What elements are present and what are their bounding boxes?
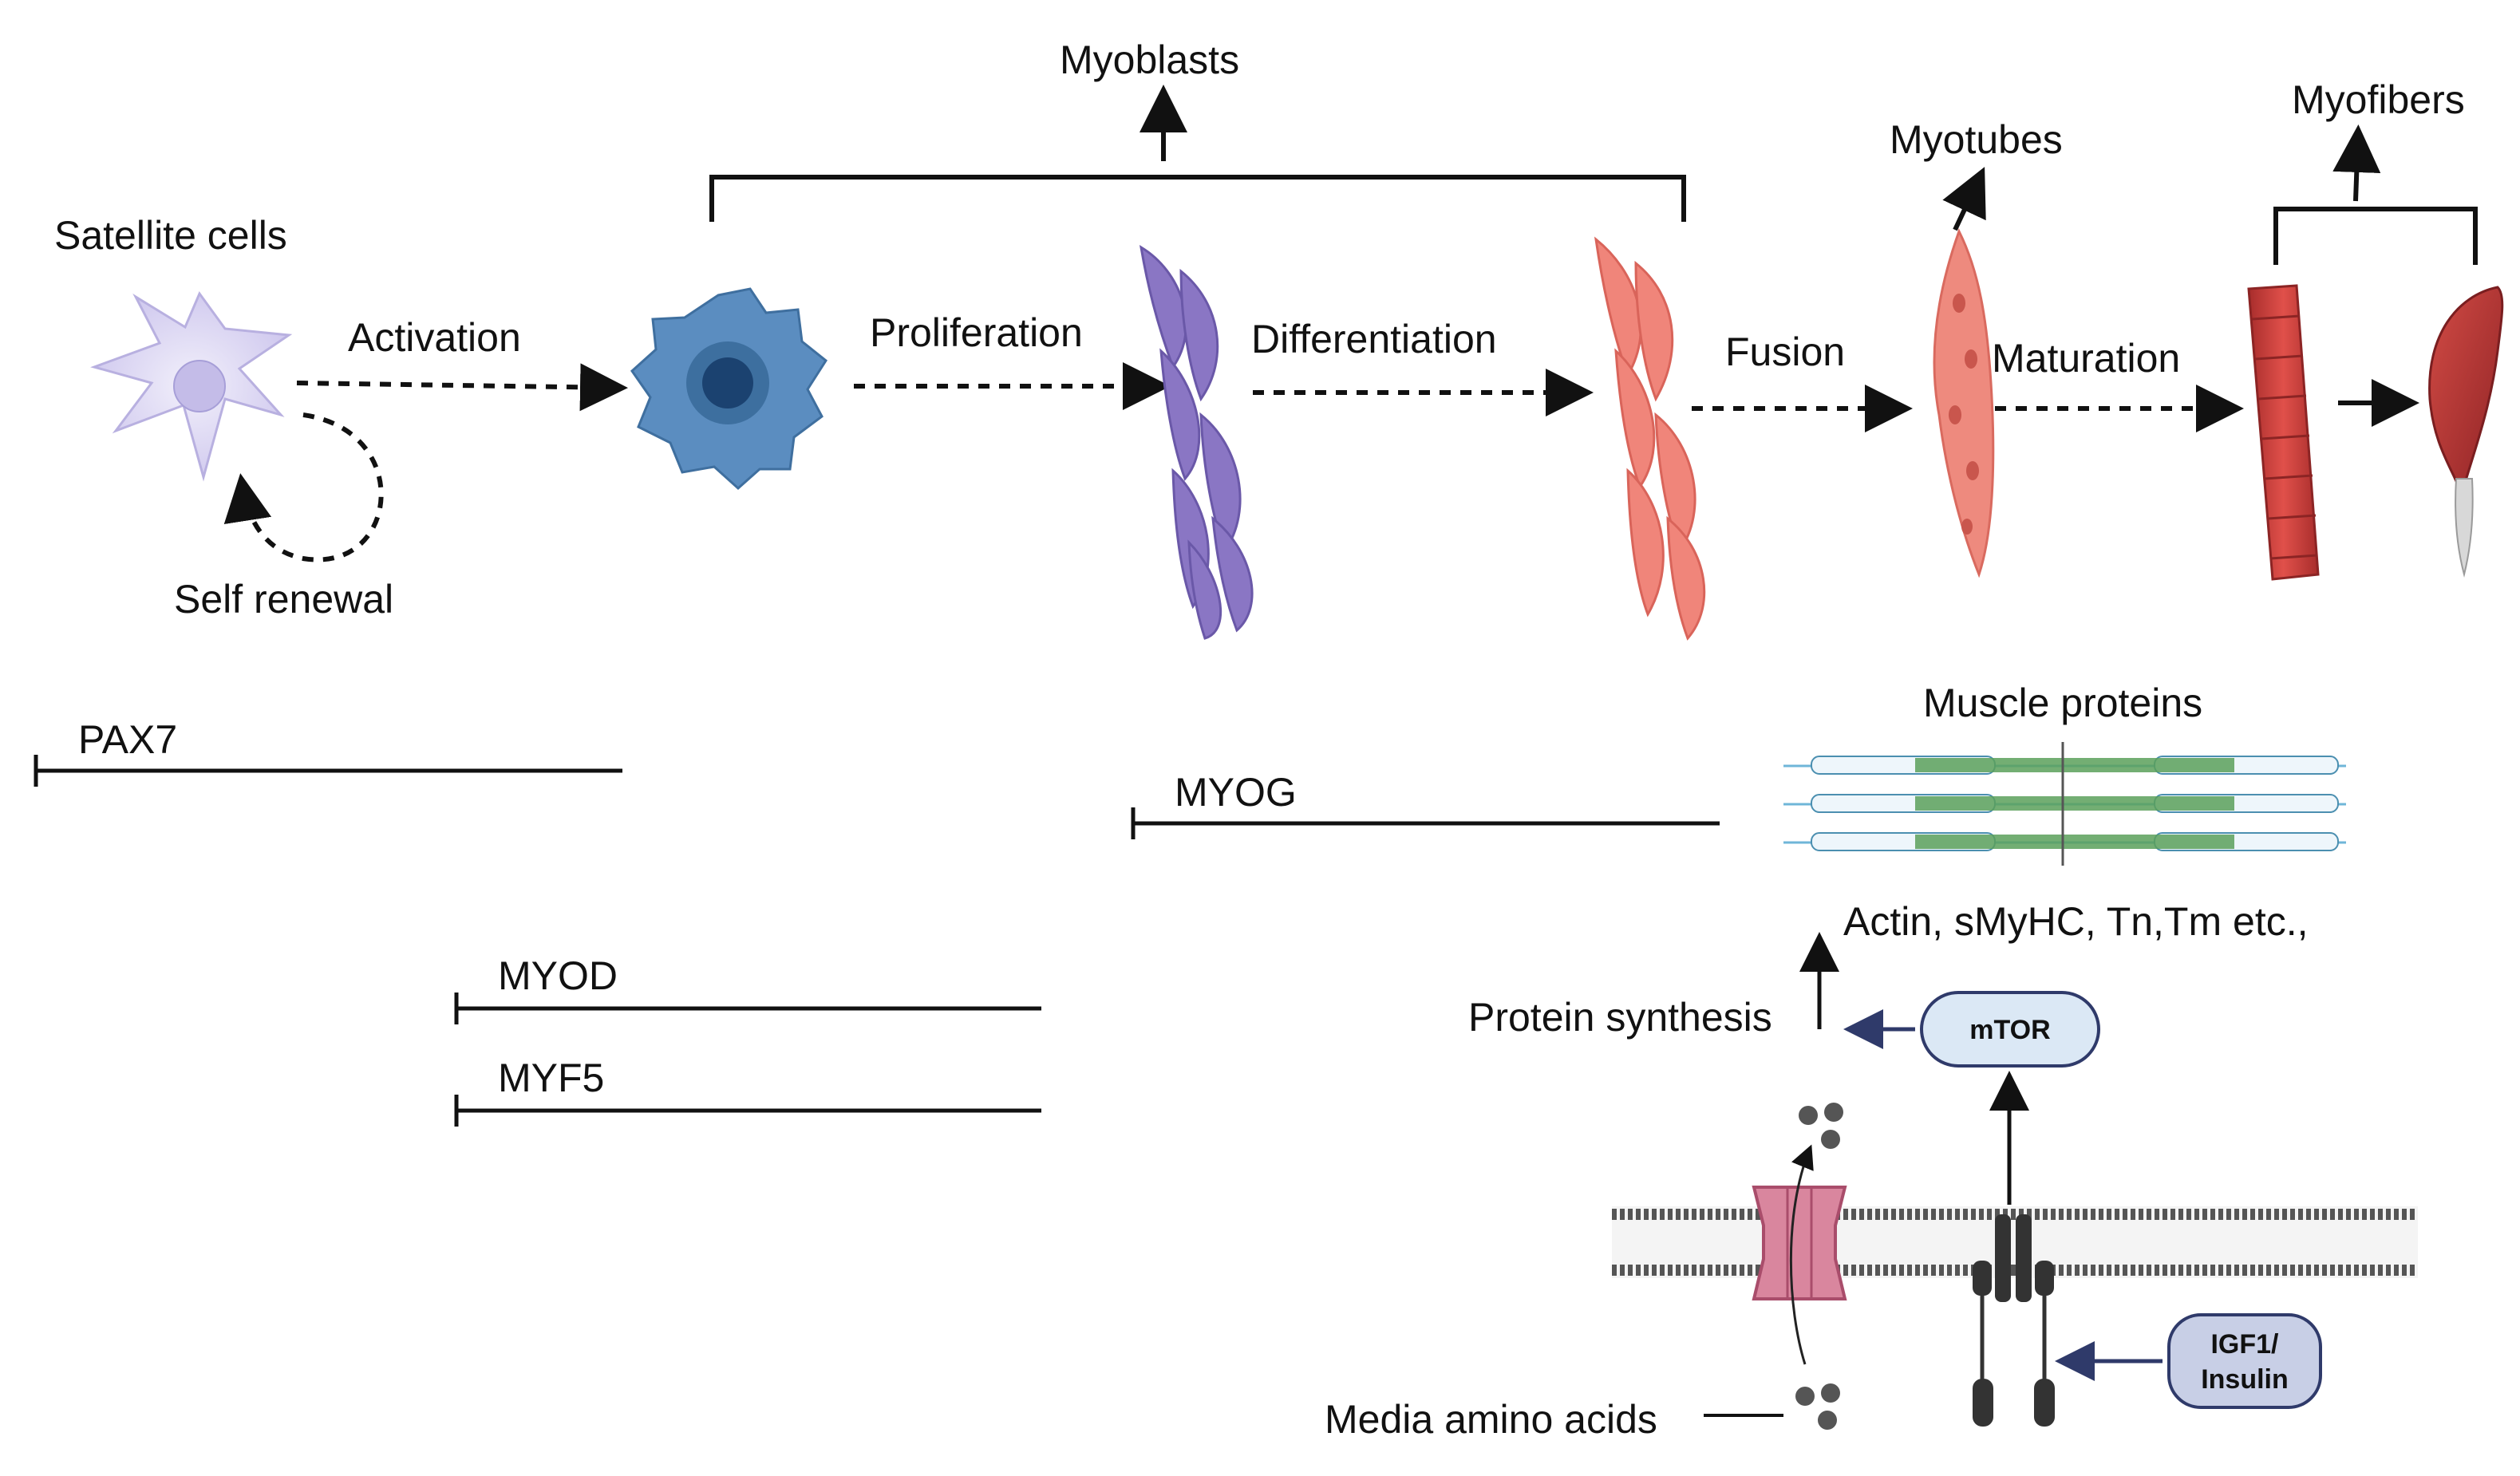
self-renewal-label: Self renewal bbox=[174, 577, 393, 622]
marker-myf5: MYF5 bbox=[454, 1056, 1041, 1127]
differentiation-label: Differentiation bbox=[1251, 317, 1497, 361]
protein-list-label: Actin, sMyHC, Tn,Tm etc., bbox=[1843, 899, 2309, 944]
media-amino-acids-label: Media amino acids bbox=[1325, 1397, 1657, 1442]
muscle-proteins-label: Muscle proteins bbox=[1923, 681, 2202, 725]
myotube-icon bbox=[1933, 228, 1995, 578]
amino-acid-dots-bottom bbox=[1795, 1383, 1840, 1430]
marker-myog-label: MYOG bbox=[1175, 770, 1297, 815]
satellite-cell-icon bbox=[90, 290, 293, 482]
differentiating-myoblasts-icon bbox=[1594, 236, 1706, 641]
myofiber-icon bbox=[2247, 284, 2320, 581]
myofibers-bracket bbox=[2273, 207, 2478, 265]
activation-arrow bbox=[296, 363, 628, 412]
marker-pax7: PAX7 bbox=[34, 717, 622, 787]
cell-membrane bbox=[1612, 1206, 2418, 1278]
igf1-label-line2: Insulin bbox=[2201, 1364, 2289, 1395]
mtor-label: mTOR bbox=[1969, 1015, 2050, 1045]
myotubes-label: Myotubes bbox=[1890, 117, 2063, 162]
proliferating-myoblasts-icon bbox=[1139, 245, 1254, 640]
mtor-node: mTOR bbox=[1920, 991, 2100, 1068]
igf1-insulin-node: IGF1/ Insulin bbox=[2167, 1313, 2322, 1409]
fusion-label: Fusion bbox=[1725, 330, 1845, 374]
marker-myog: MYOG bbox=[1131, 770, 1720, 839]
marker-myod-label: MYOD bbox=[498, 953, 618, 998]
amino-acid-uptake-arrow bbox=[1789, 1144, 1814, 1365]
maturation-label: Maturation bbox=[1992, 336, 2180, 381]
protein-synthesis-label: Protein synthesis bbox=[1468, 995, 1772, 1040]
marker-pax7-label: PAX7 bbox=[78, 717, 177, 762]
muscle-icon bbox=[2428, 286, 2504, 575]
amino-acid-transporter-icon bbox=[1752, 1186, 1847, 1300]
myofibers-arrow bbox=[2332, 124, 2381, 202]
igf1-receptor-icon bbox=[1973, 1214, 2055, 1427]
marker-myod: MYOD bbox=[454, 953, 1041, 1024]
satellite-cells-label: Satellite cells bbox=[54, 213, 287, 258]
igf1-label-line1: IGF1/ bbox=[2210, 1329, 2279, 1360]
myoblasts-bracket bbox=[709, 175, 1686, 222]
myoblasts-label: Myoblasts bbox=[1060, 37, 1239, 82]
myofibers-label: Myofibers bbox=[2292, 77, 2465, 122]
marker-myf5-label: MYF5 bbox=[498, 1056, 604, 1100]
activation-label: Activation bbox=[348, 315, 521, 360]
amino-acid-dots-top bbox=[1799, 1103, 1843, 1149]
myotubes-arrow bbox=[1942, 167, 1986, 231]
proliferation-label: Proliferation bbox=[870, 310, 1083, 355]
self-renewal-arrow bbox=[223, 412, 384, 562]
sarcomere-icon bbox=[1783, 742, 2346, 866]
activated-cell-icon bbox=[630, 287, 827, 491]
